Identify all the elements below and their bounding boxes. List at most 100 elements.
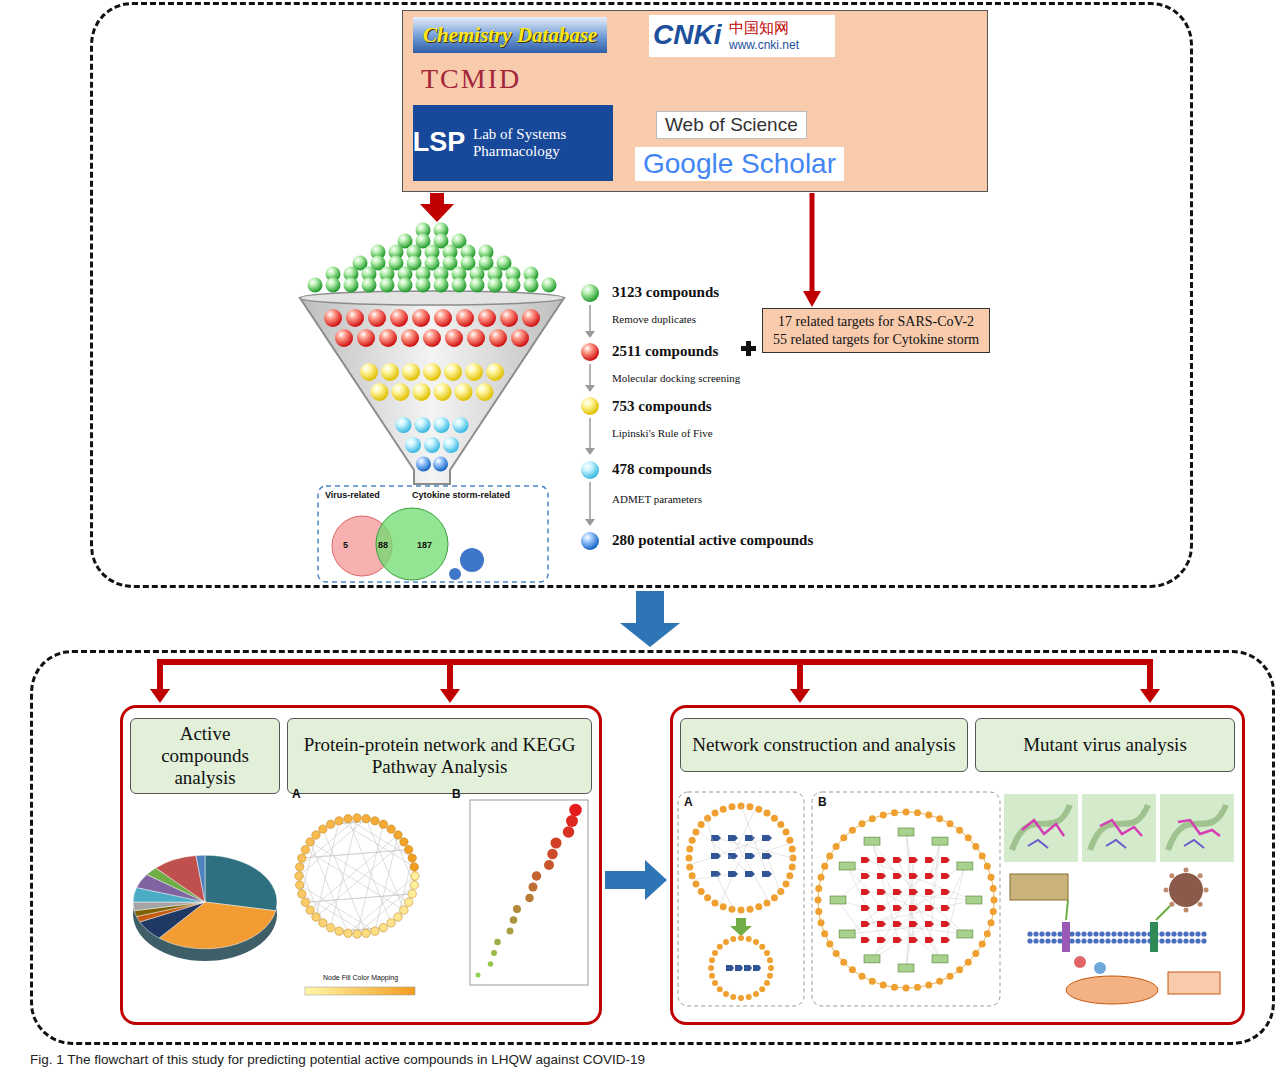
network-node (786, 872, 793, 879)
ppi-edge (302, 850, 409, 858)
network-frame (812, 792, 1000, 1006)
network-node (909, 921, 918, 927)
colormap-title: Node Fill Color Mapping (323, 974, 398, 982)
network-node (947, 820, 954, 827)
venn-label: Virus-related (325, 490, 380, 500)
compound-ball (443, 437, 459, 453)
network-node (893, 889, 902, 895)
network-node (941, 921, 950, 927)
ppi-node (319, 919, 327, 927)
network-node (925, 921, 934, 927)
network-node (925, 857, 934, 863)
network-node (723, 991, 729, 997)
membrane-bead (1177, 931, 1182, 936)
network-node (717, 986, 723, 992)
pathway-node (932, 837, 948, 845)
network-node (744, 965, 752, 971)
compound-ball (524, 278, 539, 293)
network-edge (741, 806, 767, 874)
dotplot-frame (470, 800, 588, 985)
compound-ball (402, 363, 420, 381)
network-node (914, 984, 921, 991)
network-node (728, 853, 738, 859)
step-count: 2511 compounds (612, 343, 718, 360)
network-edge (866, 900, 974, 924)
compound-ball (581, 532, 599, 550)
step-arrow-head (585, 519, 595, 526)
step-arrow (589, 418, 591, 449)
venn-number: 5 (343, 540, 348, 550)
network-node (738, 803, 745, 810)
panel-letter: A (684, 796, 693, 810)
network-node (783, 829, 790, 836)
dotplot-dot (569, 804, 582, 817)
pathway-node (839, 930, 855, 938)
pathway-node (830, 896, 846, 904)
network-edge (707, 819, 716, 856)
membrane-bead (1117, 938, 1122, 943)
network-node (704, 894, 711, 901)
virus-spike (1164, 888, 1169, 893)
compound-ball (390, 309, 408, 327)
logo-text: TCMID (421, 63, 521, 95)
pie-slice (156, 856, 205, 902)
membrane-bead (1105, 938, 1110, 943)
ppi-edge (331, 818, 357, 928)
step-arrow-head (585, 448, 595, 455)
ligand-sticks (1178, 820, 1220, 836)
ppi-node (371, 927, 379, 935)
red-branch-head (1140, 689, 1160, 703)
network-node (956, 827, 963, 834)
network-node (746, 994, 752, 1000)
step-arrow (589, 305, 591, 332)
membrane-bead (1183, 938, 1188, 943)
membrane-bead (1087, 938, 1092, 943)
ppi-edge (310, 842, 348, 933)
network-node (861, 937, 870, 943)
ppi-edge (310, 835, 398, 910)
network-node (712, 980, 718, 986)
network-node (990, 885, 997, 892)
protein-panel (1004, 794, 1078, 862)
ppi-edge (348, 819, 412, 858)
pathway-node (932, 955, 948, 963)
membrane-bead (1135, 931, 1140, 936)
compound-ball (489, 329, 507, 347)
compound-ball (581, 461, 599, 479)
header-text: Protein-protein network and KEGG Pathway… (294, 734, 585, 778)
network-node (840, 959, 847, 966)
network-node (738, 995, 744, 1001)
dotplot-dot (529, 883, 538, 892)
ppi-node (394, 913, 402, 921)
logo-text: Web of Science (656, 111, 807, 139)
ppi-node (298, 854, 306, 862)
dotplot-dot (525, 894, 534, 903)
red-arrow (420, 193, 454, 222)
membrane-bead (1159, 938, 1164, 943)
dotplot-dot (488, 961, 494, 967)
compound-ball (392, 383, 410, 401)
virus-spike (1198, 902, 1203, 907)
pathway-node (957, 930, 973, 938)
membrane-bead (1027, 931, 1032, 936)
step-arrow-head (585, 331, 595, 338)
ppi-node (306, 838, 314, 846)
network-node (728, 835, 738, 841)
ppi-node (410, 881, 418, 889)
network-node (925, 982, 932, 989)
network-node (861, 905, 870, 911)
pie-slice (133, 902, 205, 911)
ppi-edge (339, 821, 414, 867)
membrane-bead (1171, 931, 1176, 936)
compound-ball (416, 278, 431, 293)
protein-panel (1082, 794, 1156, 862)
network-node (712, 900, 719, 907)
ppi-node (353, 930, 361, 938)
membrane-bead (1087, 931, 1092, 936)
venn-circle (460, 548, 484, 572)
network-node (753, 939, 759, 945)
compound-ball (542, 278, 557, 293)
network-node (689, 872, 696, 879)
compound-ball (434, 278, 449, 293)
signal-molecule (1094, 962, 1106, 974)
